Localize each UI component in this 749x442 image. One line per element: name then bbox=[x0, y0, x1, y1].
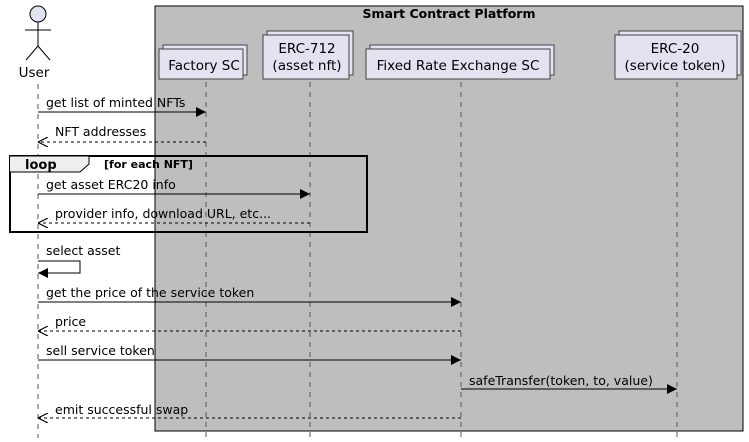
messages: get list of minted NFTs NFT addresses ge… bbox=[38, 95, 677, 418]
participant-erc712: ERC-712 (asset nft) bbox=[262, 30, 354, 80]
participant-exchange-line1: Fixed Rate Exchange SC bbox=[377, 58, 540, 74]
message-label: select asset bbox=[46, 243, 120, 258]
message-emit-successful-swap: emit successful swap bbox=[38, 402, 461, 418]
message-label: get asset ERC20 info bbox=[46, 177, 176, 192]
message-label: get the price of the service token bbox=[46, 285, 254, 300]
message-sell-service-token: sell service token bbox=[38, 343, 461, 365]
message-safe-transfer: safeTransfer(token, to, value) bbox=[461, 373, 677, 394]
message-price: price bbox=[38, 314, 461, 331]
message-label: sell service token bbox=[46, 343, 155, 358]
loop-fragment: loop [for each NFT] bbox=[9, 155, 368, 233]
actor-label: User bbox=[19, 65, 50, 81]
message-nft-addresses: NFT addresses bbox=[38, 124, 206, 142]
message-label: emit successful swap bbox=[55, 402, 188, 417]
loop-keyword: loop bbox=[25, 158, 57, 173]
participant-erc20-line1: ERC-20 bbox=[651, 41, 700, 57]
message-get-price: get the price of the service token bbox=[38, 285, 461, 307]
participant-factory: Factory SC bbox=[158, 44, 248, 80]
platform-title: Smart Contract Platform bbox=[363, 6, 536, 21]
user-actor: User bbox=[19, 5, 51, 81]
message-get-minted-nfts: get list of minted NFTs bbox=[38, 95, 206, 117]
actor-head bbox=[29, 5, 47, 23]
participants: Factory SC ERC-712 (asset nft) Fixed Rat… bbox=[158, 30, 742, 80]
participant-erc20: ERC-20 (service token) bbox=[614, 30, 742, 80]
message-get-erc20-info: get asset ERC20 info bbox=[38, 177, 310, 199]
message-label: get list of minted NFTs bbox=[46, 95, 185, 110]
participant-erc712-line1: ERC-712 bbox=[278, 41, 335, 57]
message-label: provider info, download URL, etc... bbox=[55, 206, 271, 221]
message-provider-info: provider info, download URL, etc... bbox=[38, 206, 310, 223]
participant-erc712-line2: (asset nft) bbox=[272, 58, 341, 74]
participant-factory-line1: Factory SC bbox=[168, 58, 240, 74]
message-select-asset: select asset bbox=[38, 243, 120, 278]
loop-condition: [for each NFT] bbox=[104, 158, 193, 171]
loop-frame bbox=[9, 155, 368, 233]
message-label: safeTransfer(token, to, value) bbox=[469, 373, 653, 388]
message-label: NFT addresses bbox=[55, 124, 146, 139]
loop-label-tab bbox=[10, 155, 90, 173]
message-label: price bbox=[55, 314, 86, 329]
participant-erc20-line2: (service token) bbox=[625, 58, 726, 74]
participant-exchange: Fixed Rate Exchange SC bbox=[365, 44, 555, 80]
lifelines bbox=[37, 82, 678, 438]
